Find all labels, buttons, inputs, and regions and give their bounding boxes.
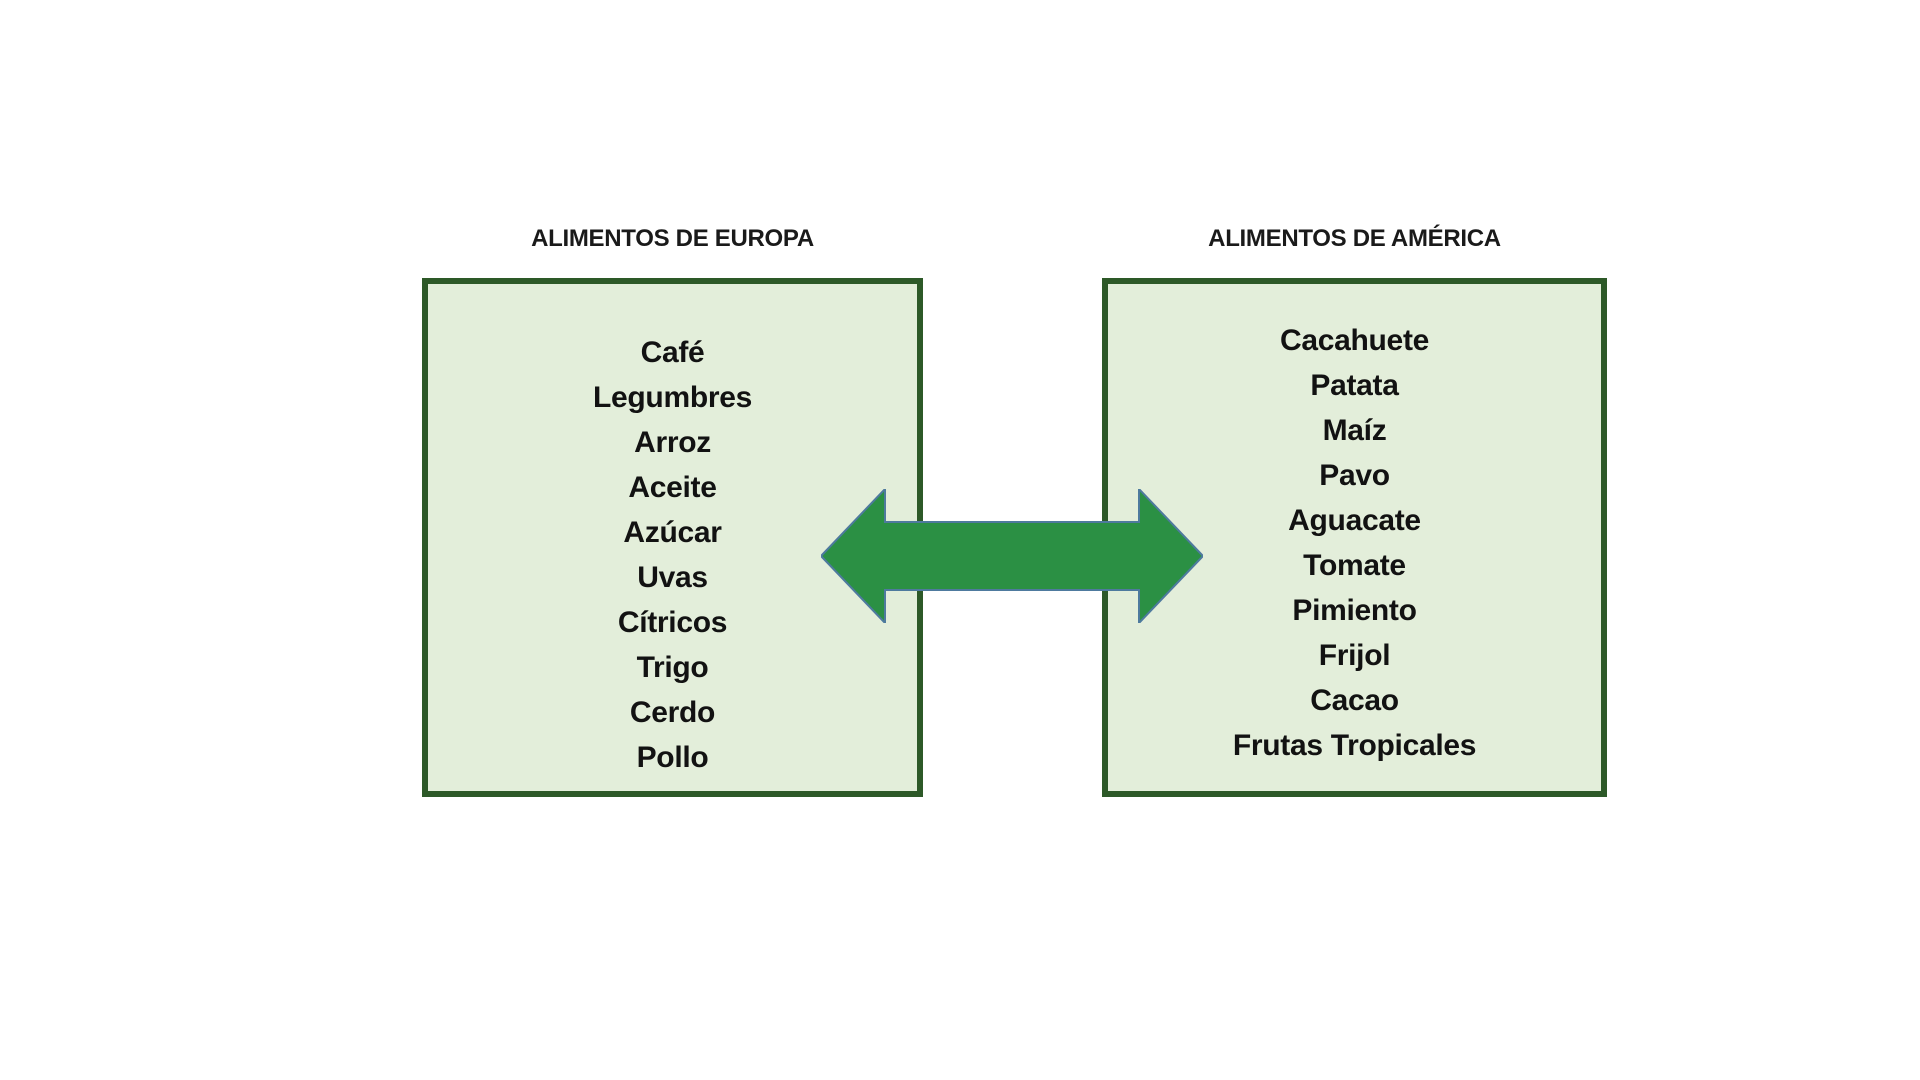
list-item: Frutas Tropicales: [1232, 729, 1477, 762]
list-item: Aguacate: [1288, 504, 1421, 537]
list-item: Pavo: [1319, 459, 1390, 492]
list-item: Maíz: [1322, 414, 1387, 447]
list-item: Aceite: [628, 471, 717, 504]
list-item: Pimiento: [1292, 594, 1417, 627]
list-item: Pollo: [636, 741, 709, 774]
america-foods-list: Cacahuete Patata Maíz Pavo Aguacate Toma…: [1108, 284, 1601, 768]
right-panel-title: ALIMENTOS DE AMÉRICA: [1208, 225, 1501, 252]
list-item: Trigo: [636, 651, 709, 684]
list-item: Uvas: [637, 561, 708, 594]
list-item: Arroz: [634, 426, 711, 459]
list-item: Cítricos: [617, 606, 728, 639]
list-item: Tomate: [1303, 549, 1406, 582]
list-item: Patata: [1310, 369, 1399, 402]
list-item: Frijol: [1318, 639, 1391, 672]
list-item: Azúcar: [623, 516, 722, 549]
double-arrow-icon: [821, 489, 1203, 623]
list-item: Legumbres: [592, 381, 752, 414]
list-item: Cerdo: [629, 696, 716, 729]
double-arrow-shape: [821, 489, 1203, 623]
europe-foods-list: Café Legumbres Arroz Aceite Azúcar Uvas …: [428, 284, 917, 780]
left-panel-title: ALIMENTOS DE EUROPA: [531, 225, 814, 252]
list-item: Café: [640, 336, 705, 369]
list-item: Cacao: [1310, 684, 1399, 717]
list-item: Cacahuete: [1279, 324, 1430, 357]
